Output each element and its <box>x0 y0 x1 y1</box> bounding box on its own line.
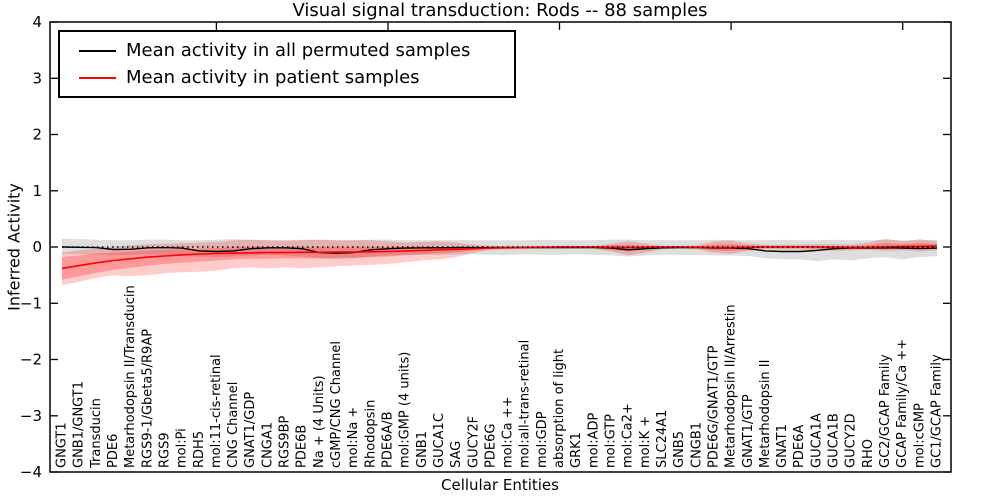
x-tick-label: GUCY2D <box>844 413 859 468</box>
x-tick-label: GNAT1/GTP <box>741 394 756 468</box>
y-tick-label: −1 <box>20 294 42 312</box>
legend: Mean activity in all permuted samples Me… <box>58 30 516 98</box>
y-tick-label: −3 <box>20 407 42 425</box>
x-tick-label: absorption of light <box>552 349 567 468</box>
x-tick-label: mol:GTP <box>604 414 619 468</box>
x-tick-label: CNGA1 <box>260 422 275 468</box>
x-tick-label: PDE6 <box>106 434 121 468</box>
chart-title: Visual signal transduction: Rods -- 88 s… <box>292 0 708 21</box>
x-tick-label: CNGB1 <box>689 422 704 468</box>
legend-label-patient: Mean activity in patient samples <box>126 67 420 88</box>
x-tick-label: GRK1 <box>569 432 584 468</box>
axes-frame <box>49 21 952 473</box>
x-tick-label: mol:GMP (4 units) <box>398 352 413 468</box>
x-tick-label: mol:cGMP <box>912 403 927 468</box>
x-tick-label: GNB5 <box>672 431 687 468</box>
patient-samples-outer-band <box>62 238 937 286</box>
x-tick-label: GUCA1C <box>432 413 447 468</box>
x-tick-label: RGS9 <box>157 432 172 468</box>
y-axis-label: Inferred Activity <box>4 183 24 311</box>
x-axis-label: Cellular Entities <box>441 476 559 494</box>
x-tick-label: cGMP/CNG Channel <box>329 341 344 468</box>
y-tick-label: −4 <box>20 463 42 481</box>
x-tick-label: mol:Ca ++ <box>501 396 516 468</box>
x-tick-label: GNAT1/GDP <box>243 392 258 468</box>
x-tick-label: GNB1 <box>415 431 430 468</box>
y-tick-label: 3 <box>32 69 42 87</box>
x-tick-label: mol:ADP <box>586 412 601 468</box>
y-tick-label: 2 <box>32 126 42 144</box>
x-tick-label: RHO <box>861 439 876 468</box>
x-tick-label: RGS9-1/Gbeta5/R9AP <box>140 329 155 468</box>
x-tick-label: Na + (4 Units) <box>312 375 327 468</box>
x-tick-label: mol:K + <box>638 416 653 468</box>
x-tick-label: GNGT1 <box>55 422 70 468</box>
x-tick-label: mol:all-trans-retinal <box>518 340 533 468</box>
x-tick-label: GCAP Family/Ca ++ <box>895 339 910 468</box>
x-tick-label: mol:Na + <box>346 407 361 468</box>
permuted-samples-range <box>62 238 937 262</box>
y-tick-label: −2 <box>20 351 42 369</box>
x-tick-label: mol:11-cis-retinal <box>209 354 224 468</box>
x-tick-label: GC1/GCAP Family <box>930 354 945 468</box>
y-tick-label: 0 <box>32 238 42 256</box>
x-tick-label: GC2/GCAP Family <box>878 354 893 468</box>
x-tick-label: GUCA1B <box>827 413 842 468</box>
patient-line-swatch <box>79 76 116 79</box>
x-tick-label: GNAT1 <box>775 424 790 468</box>
x-tick-label: SLC24A1 <box>655 410 670 468</box>
x-tick-label: RGS9BP <box>278 415 293 468</box>
x-tick-label: GUCA1A <box>809 413 824 468</box>
x-tick-label: SAG <box>449 441 464 468</box>
x-tick-label: Metarhodopsin II/Transducin <box>123 285 138 468</box>
patient-mean-line <box>61 245 938 270</box>
x-tick-label: mol:GDP <box>535 411 550 468</box>
x-tick-label: CNG Channel <box>226 382 241 468</box>
permuted-line-swatch <box>79 49 116 52</box>
legend-label-permuted: Mean activity in all permuted samples <box>126 40 471 61</box>
x-tick-label: GNB1/GNGT1 <box>72 381 87 468</box>
x-tick-label: Metarhodopsin II <box>758 360 773 468</box>
legend-item-permuted: Mean activity in all permuted samples <box>60 37 514 64</box>
x-tick-label: RDH5 <box>192 431 207 468</box>
legend-item-patient: Mean activity in patient samples <box>60 64 514 91</box>
x-tick-label: PDE6G <box>483 424 498 468</box>
y-tick-label: 4 <box>32 13 42 31</box>
x-tick-label: PDE6A <box>792 425 807 468</box>
x-tick-label: Transducin <box>89 398 104 469</box>
x-tick-label: GUCY2F <box>466 416 481 468</box>
x-tick-label: Rhodopsin <box>363 400 378 468</box>
x-tick-label: PDE6B <box>295 425 310 468</box>
x-tick-label: mol:Pi <box>175 428 190 468</box>
x-tick-label: Metarhodopsin II/Arrestin <box>724 304 739 468</box>
x-tick-label: PDE6A/B <box>381 411 396 468</box>
y-tick-label: 1 <box>32 182 42 200</box>
x-tick-label: PDE6G/GNAT1/GTP <box>707 345 722 468</box>
x-tick-label: mol:Ca2+ <box>621 403 636 468</box>
